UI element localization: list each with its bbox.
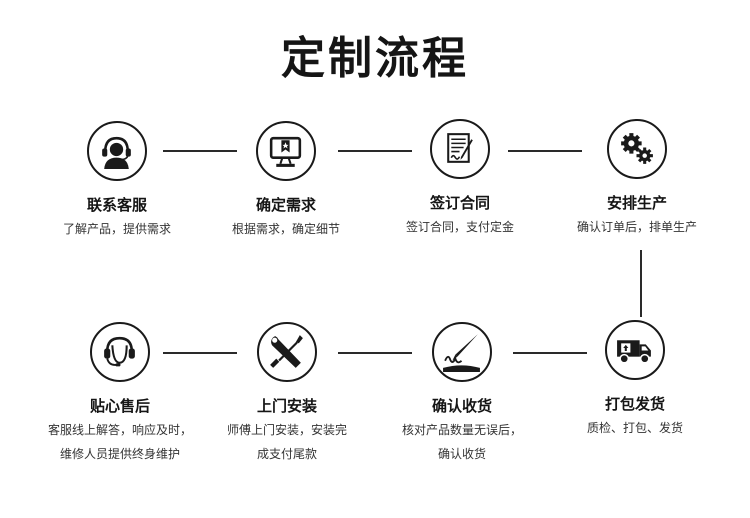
step-onsite-install: 上门安装 师傅上门安装，安装完 成支付尾款 [197,322,377,466]
connector-7-8 [163,352,237,354]
step-title: 签订合同 [429,194,490,212]
step-desc-line: 确认收货 [437,447,486,461]
tools-icon [270,335,303,368]
step-icon-circle [432,322,492,382]
customer-service-icon [102,136,131,169]
step-desc-line: 了解产品，提供需求 [62,222,171,236]
step-desc-line: 师傅上门安装，安装完 [226,423,347,437]
monitor-requirements-icon [269,136,302,167]
step-title: 贴心售后 [89,397,150,415]
connector-5-6 [513,352,587,354]
gears-icon [621,133,653,164]
step-icon-circle [607,119,667,179]
contract-document-icon [447,133,473,163]
step-desc-line: 签订合同，支付定金 [405,220,514,234]
step-title: 确定需求 [255,196,316,214]
step-confirm-requirements: 确定需求 根据需求，确定细节 [196,121,376,241]
delivery-truck-icon [617,340,651,364]
connector-4-5 [640,250,642,317]
headset-support-icon [104,336,135,367]
connector-1-2 [163,150,237,152]
step-title: 确认收货 [431,397,492,415]
step-icon-circle [90,322,150,382]
connector-3-4 [508,150,582,152]
step-desc-line: 根据需求，确定细节 [231,222,340,236]
signature-pen-icon [443,334,480,372]
step-title: 安排生产 [606,194,667,212]
step-title: 上门安装 [256,397,317,415]
step-desc-line: 核对产品数量无误后， [401,423,522,437]
step-desc-line: 成支付尾款 [256,447,317,461]
step-icon-circle [256,121,316,181]
step-sign-contract: 签订合同 签订合同，支付定金 [370,119,550,239]
step-contact-service: 联系客服 了解产品，提供需求 [27,121,207,241]
page-title: 定制流程 [281,33,469,84]
step-icon-circle [430,119,490,179]
step-desc-line: 维修人员提供终身维护 [59,447,180,461]
step-desc-line: 确认订单后，排单生产 [576,220,697,234]
step-icon-circle [257,322,317,382]
step-icon-circle [605,320,665,380]
connector-6-7 [338,352,412,354]
step-after-sales: 贴心售后 客服线上解答，响应及时， 维修人员提供终身维护 [30,322,210,466]
step-desc-line: 质检、打包、发货 [586,421,683,435]
step-pack-ship: 打包发货 质检、打包、发货 [545,320,725,440]
step-icon-circle [87,121,147,181]
connector-2-3 [338,150,412,152]
step-desc-line: 客服线上解答，响应及时， [47,423,192,437]
step-title: 联系客服 [86,196,147,214]
step-title: 打包发货 [604,395,665,413]
step-confirm-receipt: 确认收货 核对产品数量无误后， 确认收货 [372,322,552,466]
step-arrange-production: 安排生产 确认订单后，排单生产 [547,119,727,239]
